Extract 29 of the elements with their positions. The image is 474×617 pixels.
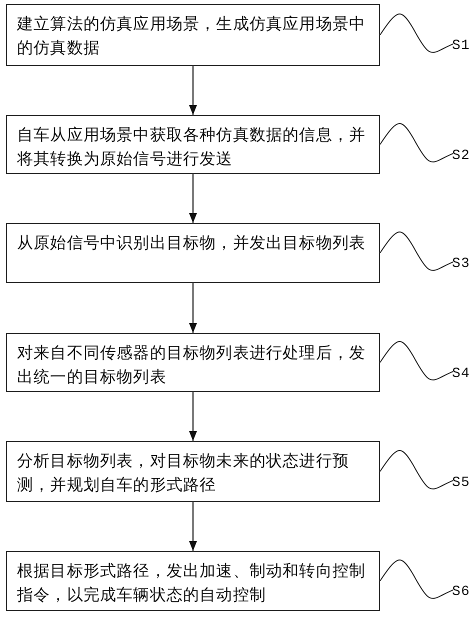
leader-line — [380, 14, 454, 53]
step-text: 根据目标形式路径，发出加速、制动和转向控制指令，以完成车辆状态的自动控制 — [17, 560, 367, 606]
step-label: S3 — [452, 256, 472, 272]
process-box — [6, 441, 380, 502]
step-text: 从原始信号中识别出目标物，并发出目标物列表 — [17, 232, 367, 254]
process-box — [6, 115, 380, 174]
step-label: S2 — [452, 148, 472, 164]
leader-line — [380, 123, 454, 162]
arrow — [189, 502, 197, 551]
process-box — [6, 223, 380, 283]
step-label: S1 — [452, 38, 472, 54]
leader-line — [380, 450, 454, 490]
step-label: S6 — [452, 584, 472, 600]
step-label: S5 — [452, 474, 472, 490]
step-text: 自车从应用场景中获取各种仿真数据的信息，并将其转换为原始信号进行发送 — [17, 124, 367, 170]
step-label: S4 — [452, 366, 472, 382]
arrow — [189, 392, 197, 441]
process-box — [6, 4, 380, 66]
process-box — [6, 551, 380, 611]
leader-line — [380, 341, 454, 380]
step-text: 对来自不同传感器的目标物列表进行处理后，发出统一的目标物列表 — [17, 342, 367, 388]
leader-line — [380, 560, 454, 599]
leader-line — [380, 232, 454, 271]
arrow — [189, 174, 197, 223]
arrow — [189, 66, 197, 115]
step-text: 分析目标物列表，对目标物未来的状态进行预测，并规划自车的形式路径 — [17, 450, 350, 496]
process-box — [6, 333, 380, 392]
step-text: 建立算法的仿真应用场景，生成仿真应用场景中的仿真数据 — [17, 13, 367, 59]
arrow — [189, 283, 197, 333]
